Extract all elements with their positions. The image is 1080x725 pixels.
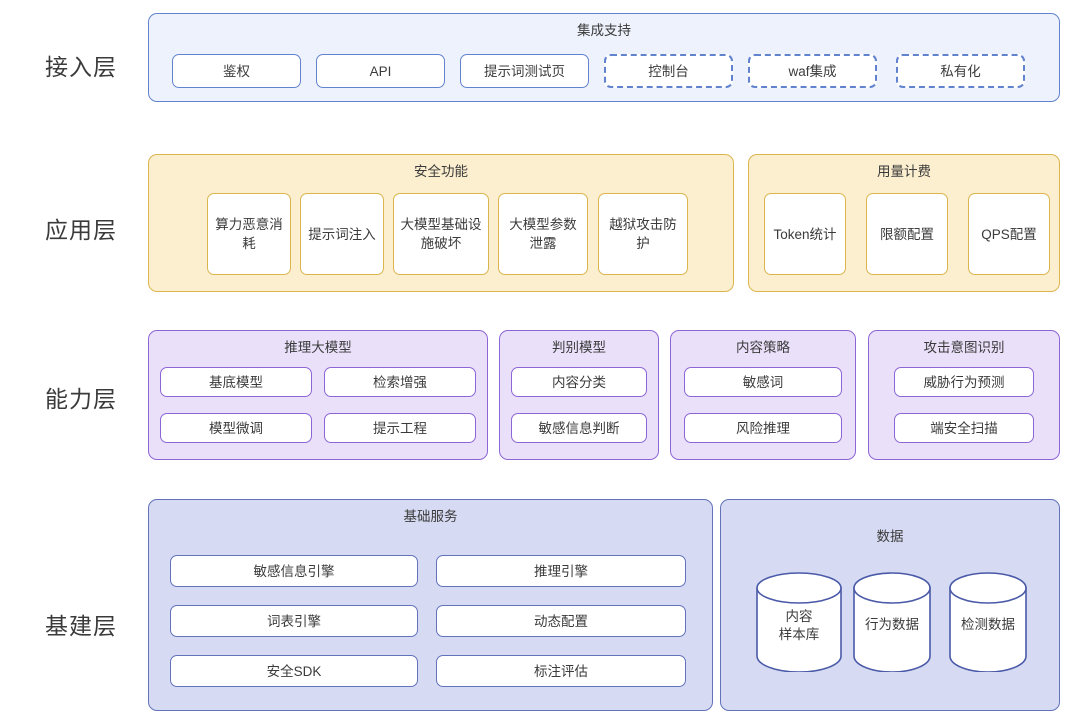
chip-compute-abuse[interactable]: 算力恶意消耗 [207,193,291,275]
group-title-reasoning-llm: 推理大模型 [284,340,352,355]
chip-lexicon-engine[interactable]: 词表引擎 [170,605,418,637]
chip-console[interactable]: 控制台 [604,54,733,88]
chip-base-model[interactable]: 基底模型 [160,367,312,397]
cylinder-content-sample-db[interactable]: 内容 样本库 [755,572,843,672]
chip-sensitive-info-engine[interactable]: 敏感信息引擎 [170,555,418,587]
chip-model-param-leak[interactable]: 大模型参数泄露 [498,193,588,275]
chip-annotation-evaluation[interactable]: 标注评估 [436,655,686,687]
database-cylinder-icon [756,572,842,672]
group-title-content-policy: 内容策略 [736,340,790,355]
chip-dynamic-config[interactable]: 动态配置 [436,605,686,637]
chip-inference-engine[interactable]: 推理引擎 [436,555,686,587]
chip-token-statistics[interactable]: Token统计 [764,193,846,275]
database-cylinder-icon [949,572,1027,672]
chip-security-sdk[interactable]: 安全SDK [170,655,418,687]
chip-prompt-test-page[interactable]: 提示词测试页 [460,54,589,88]
layer-label-capability: 能力层 [45,386,117,412]
chip-api[interactable]: API [316,54,445,88]
chip-waf-integration[interactable]: waf集成 [748,54,877,88]
chip-prompt-engineering[interactable]: 提示工程 [324,413,476,443]
chip-risk-reasoning[interactable]: 风险推理 [684,413,842,443]
chip-jailbreak-defense[interactable]: 越狱攻击防护 [598,193,688,275]
group-title-basic-services: 基础服务 [403,509,458,524]
chip-sensitive-words[interactable]: 敏感词 [684,367,842,397]
chip-auth[interactable]: 鉴权 [172,54,301,88]
chip-qps-config[interactable]: QPS配置 [968,193,1050,275]
chip-quota-config[interactable]: 限额配置 [866,193,948,275]
chip-model-finetune[interactable]: 模型微调 [160,413,312,443]
layer-label-application: 应用层 [45,217,117,243]
group-title-discriminative-model: 判别模型 [552,340,606,355]
layer-label-access: 接入层 [45,54,117,80]
group-title-usage-billing: 用量计费 [877,164,931,179]
chip-sensitive-info-judgement[interactable]: 敏感信息判断 [511,413,647,443]
chip-threat-behavior-prediction[interactable]: 威胁行为预测 [894,367,1034,397]
group-title-attack-intent-recognition: 攻击意图识别 [923,340,1005,355]
chip-content-classification[interactable]: 内容分类 [511,367,647,397]
chip-prompt-injection[interactable]: 提示词注入 [300,193,384,275]
cylinder-detection-data[interactable]: 检测数据 [948,572,1028,672]
chip-retrieval-augment[interactable]: 检索增强 [324,367,476,397]
database-cylinder-icon [853,572,931,672]
group-title-integration-support: 集成支持 [577,23,631,38]
group-title-data: 数据 [876,529,904,544]
group-title-security-functions: 安全功能 [414,164,468,179]
chip-endpoint-security-scan[interactable]: 端安全扫描 [894,413,1034,443]
chip-private-deployment[interactable]: 私有化 [896,54,1025,88]
cylinder-behavior-data[interactable]: 行为数据 [852,572,932,672]
chip-model-infra-damage[interactable]: 大模型基础设施破坏 [393,193,489,275]
layer-label-infrastructure: 基建层 [45,613,117,639]
